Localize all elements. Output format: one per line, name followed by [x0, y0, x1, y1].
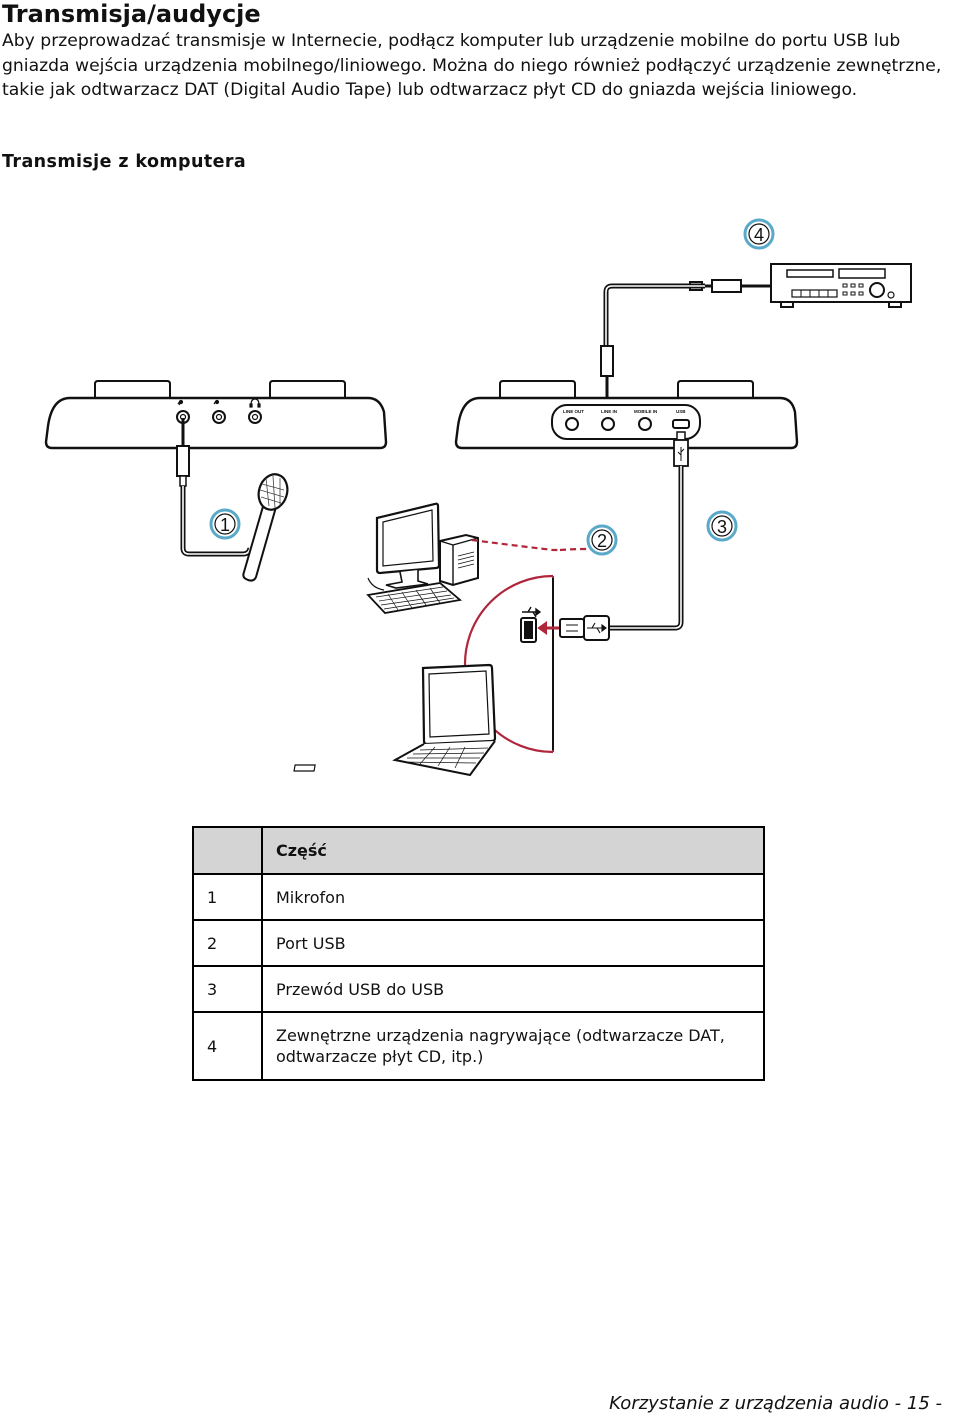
usb-icon: [677, 447, 685, 461]
section-title: Transmisja/audycje: [2, 0, 261, 28]
headphones-icon: [249, 398, 261, 408]
table-row: 4 Zewnętrzne urządzenia nagrywające (odt…: [192, 1011, 765, 1081]
row-part: Zewnętrzne urządzenia nagrywające (odtwa…: [261, 1011, 765, 1081]
table-row: 3 Przewód USB do USB: [192, 965, 765, 1013]
parts-table: Część 1 Mikrofon 2 Port USB 3 Przewód US…: [192, 826, 765, 1081]
microphone-icon: [242, 473, 289, 582]
jack-label-usb: USB: [676, 409, 686, 414]
cd-player-icon: [770, 263, 912, 308]
callout-4: 4: [743, 218, 775, 250]
row-part: Przewód USB do USB: [261, 965, 765, 1013]
jack-label-mobile-in: MOBILE IN: [634, 409, 657, 414]
callout-2: 2: [586, 524, 618, 556]
page-footer: Korzystanie z urządzenia audio - 15 -: [609, 1393, 942, 1414]
svg-text:3: 3: [717, 517, 727, 537]
row-number: 3: [192, 965, 263, 1013]
microphone-cable: [176, 418, 253, 557]
callout-3: 3: [706, 510, 738, 542]
row-number: 2: [192, 919, 263, 967]
table-header-part: Część: [261, 826, 765, 875]
subsection-title: Transmisje z komputera: [2, 152, 247, 172]
microphone-icon: [177, 399, 220, 406]
row-part: Mikrofon: [261, 873, 765, 921]
table-row: 1 Mikrofon: [192, 873, 765, 921]
svg-text:2: 2: [597, 531, 607, 551]
row-part: Port USB: [261, 919, 765, 967]
svg-text:1: 1: [220, 515, 230, 535]
device-front-panel: [44, 380, 388, 450]
audio-cable: [600, 279, 770, 418]
table-header-number: [192, 826, 263, 875]
table-header-row: Część: [192, 826, 765, 875]
usb-port-detail: [463, 538, 610, 754]
connection-diagram: LINE OUT LINE IN MOBILE IN USB: [44, 218, 912, 777]
usb-icon: [522, 606, 542, 618]
callout-1: 1: [209, 508, 241, 540]
svg-text:4: 4: [754, 225, 764, 245]
table-row: 2 Port USB: [192, 919, 765, 967]
row-number: 4: [192, 1011, 263, 1081]
desktop-computer-icon: [366, 502, 479, 614]
usb-icon: [587, 622, 607, 634]
device-rear-panel: LINE OUT LINE IN MOBILE IN USB: [454, 380, 799, 450]
usb-cable: [609, 431, 689, 631]
jack-label-line-out: LINE OUT: [563, 409, 584, 414]
laptop-icon: [293, 663, 497, 777]
jack-label-line-in: LINE IN: [601, 409, 617, 414]
intro-paragraph: Aby przeprowadzać transmisje w Interneci…: [2, 31, 942, 100]
row-number: 1: [192, 873, 263, 921]
